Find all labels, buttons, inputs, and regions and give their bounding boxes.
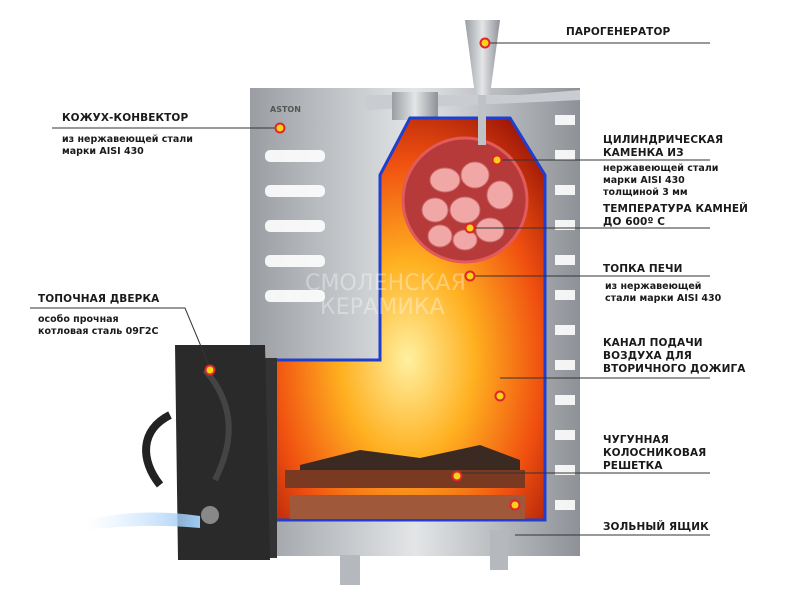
stones-title-2: ДО 600º С xyxy=(603,216,666,228)
door-sub-1: особо прочная xyxy=(38,314,119,325)
grate-title-3: РЕШЕТКА xyxy=(603,460,663,472)
door-title: ТОПОЧНАЯ ДВЕРКА xyxy=(38,293,160,305)
casing-sub-1: из нержавеющей стали xyxy=(62,134,193,145)
callout-markers xyxy=(204,37,521,511)
fire-door xyxy=(142,345,277,560)
firebox-cutaway xyxy=(268,116,547,522)
grate xyxy=(285,470,525,488)
brand-logo: ASTON xyxy=(270,105,301,114)
air-title-2: ВОЗДУХА ДЛЯ xyxy=(603,350,692,362)
steam-generator-title: ПАРОГЕНЕРАТОР xyxy=(566,26,671,38)
watermark-line-2: КЕРАМИКА xyxy=(320,295,445,320)
door-handle xyxy=(142,411,172,488)
logs xyxy=(300,445,520,470)
watermark-line-1: СМОЛЕНСКАЯ xyxy=(305,271,466,296)
air-title-3: ВТОРИЧНОГО ДОЖИГА xyxy=(603,363,746,375)
airflow-arrow xyxy=(85,512,200,530)
heater-title-2: КАМЕНКА ИЗ xyxy=(603,147,684,159)
ash-box xyxy=(290,495,525,519)
firebox-sub-1: из нержавеющей xyxy=(605,281,702,292)
heater-sub-2: марки AISI 430 xyxy=(603,175,685,186)
stones xyxy=(421,161,514,251)
chimney-pipe xyxy=(392,92,438,120)
firebox-title: ТОПКА ПЕЧИ xyxy=(603,263,683,275)
heater-title-1: ЦИЛИНДРИЧЕСКАЯ xyxy=(603,134,724,146)
casing-title: КОЖУХ-КОНВЕКТОР xyxy=(62,112,189,124)
heater-sub-1: нержавеющей стали xyxy=(603,163,719,174)
ash-box-title: ЗОЛЬНЫЙ ЯЩИК xyxy=(603,521,709,533)
callout-lines xyxy=(30,42,710,536)
heater-sub-3: толщиной 3 мм xyxy=(603,187,688,198)
door-sub-2: котловая сталь 09Г2С xyxy=(38,326,159,337)
air-title-1: КАНАЛ ПОДАЧИ xyxy=(603,337,703,349)
casing-sub-2: марки AISI 430 xyxy=(62,146,144,157)
firebox-sub-2: стали марки AISI 430 xyxy=(605,293,722,304)
stones-title-1: ТЕМПЕРАТУРА КАМНЕЙ xyxy=(603,203,749,215)
grate-title-2: КОЛОСНИКОВАЯ xyxy=(603,447,707,459)
grate-title-1: ЧУГУННАЯ xyxy=(603,434,669,446)
steam-generator xyxy=(465,20,500,145)
